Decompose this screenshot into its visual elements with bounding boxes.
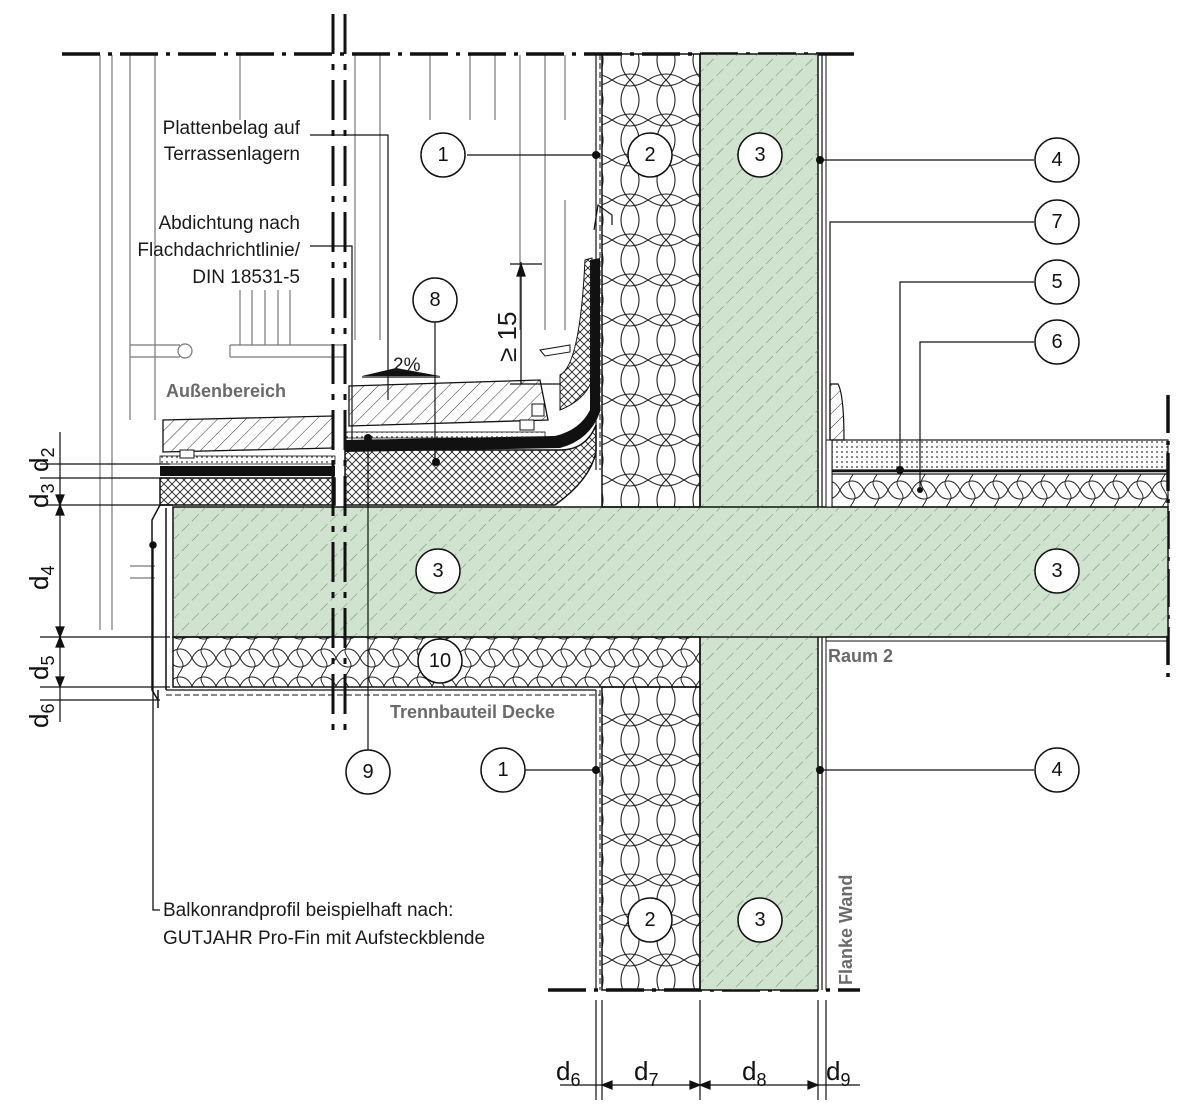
svg-text:d5: d5	[24, 656, 58, 680]
label-raum2: Raum 2	[828, 646, 893, 666]
wall-insulation	[601, 53, 701, 508]
marker-4-bottom	[1034, 747, 1080, 793]
height-label: ≥ 15	[492, 312, 522, 362]
label-trennbauteil: Trennbauteil Decke	[390, 702, 555, 722]
marker-numbers: 1 2 3 4 7 5 6 8 3 3 10 9 1 4 2 3	[362, 144, 1062, 931]
svg-text:3: 3	[432, 560, 443, 582]
skirting	[829, 383, 845, 441]
svg-text:9: 9	[362, 761, 373, 783]
leader-dots	[364, 151, 923, 774]
svg-text:10: 10	[429, 650, 451, 672]
svg-text:Abdichtung nach: Abdichtung nach	[158, 213, 300, 234]
svg-text:d4: d4	[24, 566, 58, 590]
marker-2-bottom	[627, 897, 673, 943]
svg-text:4: 4	[1051, 149, 1062, 171]
svg-text:d9: d9	[826, 1056, 850, 1090]
svg-text:d7: d7	[634, 1056, 658, 1090]
callout-abdichtung: Abdichtung nach Flachdachrichtlinie/ DIN…	[137, 213, 300, 288]
svg-text:8: 8	[429, 289, 440, 311]
edge-strip	[825, 439, 833, 508]
svg-text:Terrassenlagern: Terrassenlagern	[164, 144, 300, 165]
svg-text:d6: d6	[24, 704, 58, 728]
leader-lines	[310, 134, 1034, 771]
marker-1-top	[420, 132, 466, 178]
marker-3-slab-right	[1034, 548, 1080, 594]
marker-5	[1034, 259, 1080, 305]
svg-text:d2: d2	[24, 448, 58, 472]
terrace-buildup	[159, 203, 613, 506]
marker-circles	[345, 132, 1080, 943]
svg-text:4: 4	[1051, 759, 1062, 781]
svg-text:7: 7	[1051, 211, 1062, 233]
marker-8	[412, 277, 458, 323]
marker-4-top	[1034, 137, 1080, 183]
svg-text:3: 3	[754, 144, 765, 166]
svg-text:3: 3	[1051, 560, 1062, 582]
break-line	[331, 14, 347, 730]
svg-text:DIN 18531-5: DIN 18531-5	[192, 267, 300, 288]
svg-text:2: 2	[644, 909, 655, 931]
marker-3-wall-top	[737, 132, 783, 178]
slope-arrow	[362, 368, 440, 376]
svg-text:d8: d8	[742, 1056, 766, 1090]
balcony-edge-profile	[149, 504, 173, 911]
marker-3-slab-left	[415, 548, 461, 594]
svg-text:Plattenbelag auf: Plattenbelag auf	[163, 118, 301, 139]
marker-2-top	[627, 132, 673, 178]
railing-background	[99, 55, 566, 630]
marker-7	[1034, 199, 1080, 245]
marker-10	[417, 638, 463, 684]
left-dimension-labels: d2 d3 d4 d5 d6	[24, 448, 58, 728]
callout-balkonrand: Balkonrandprofil beispielhaft nach: GUTJ…	[163, 900, 485, 949]
svg-text:2: 2	[644, 144, 655, 166]
screed-right	[831, 439, 1169, 471]
label-aussenbereich: Außenbereich	[166, 381, 286, 401]
svg-text:d3: d3	[24, 484, 58, 508]
bottom-dimension-chain	[560, 1000, 860, 1100]
bottom-dimension-labels: d6 d7 d8 d9	[556, 1056, 850, 1090]
svg-text:Flachdachrichtlinie/: Flachdachrichtlinie/	[137, 240, 300, 261]
slope-label: 2%	[393, 355, 421, 376]
svg-text:Balkonrandprofil beispielhaft: Balkonrandprofil beispielhaft nach:	[163, 900, 453, 921]
svg-text:1: 1	[497, 759, 508, 781]
marker-6	[1034, 319, 1080, 365]
left-dimension-chain	[40, 432, 170, 722]
svg-text:d6: d6	[556, 1056, 580, 1090]
svg-text:3: 3	[754, 909, 765, 931]
wall-insulation-lower	[601, 686, 701, 991]
floor-insulation-right	[831, 473, 1169, 508]
svg-text:GUTJAHR Pro-Fin mit Aufsteckbl: GUTJAHR Pro-Fin mit Aufsteckblende	[163, 928, 485, 949]
svg-text:5: 5	[1051, 271, 1062, 293]
svg-text:6: 6	[1051, 331, 1062, 353]
height-dim	[510, 261, 560, 385]
label-flanke-wand: Flanke Wand	[836, 875, 856, 985]
svg-text:1: 1	[437, 144, 448, 166]
callout-plattenbelag: Plattenbelag auf Terrassenlagern	[163, 118, 301, 165]
marker-9	[345, 749, 391, 795]
marker-1-bottom	[480, 747, 526, 793]
marker-3-wall-bottom	[737, 897, 783, 943]
